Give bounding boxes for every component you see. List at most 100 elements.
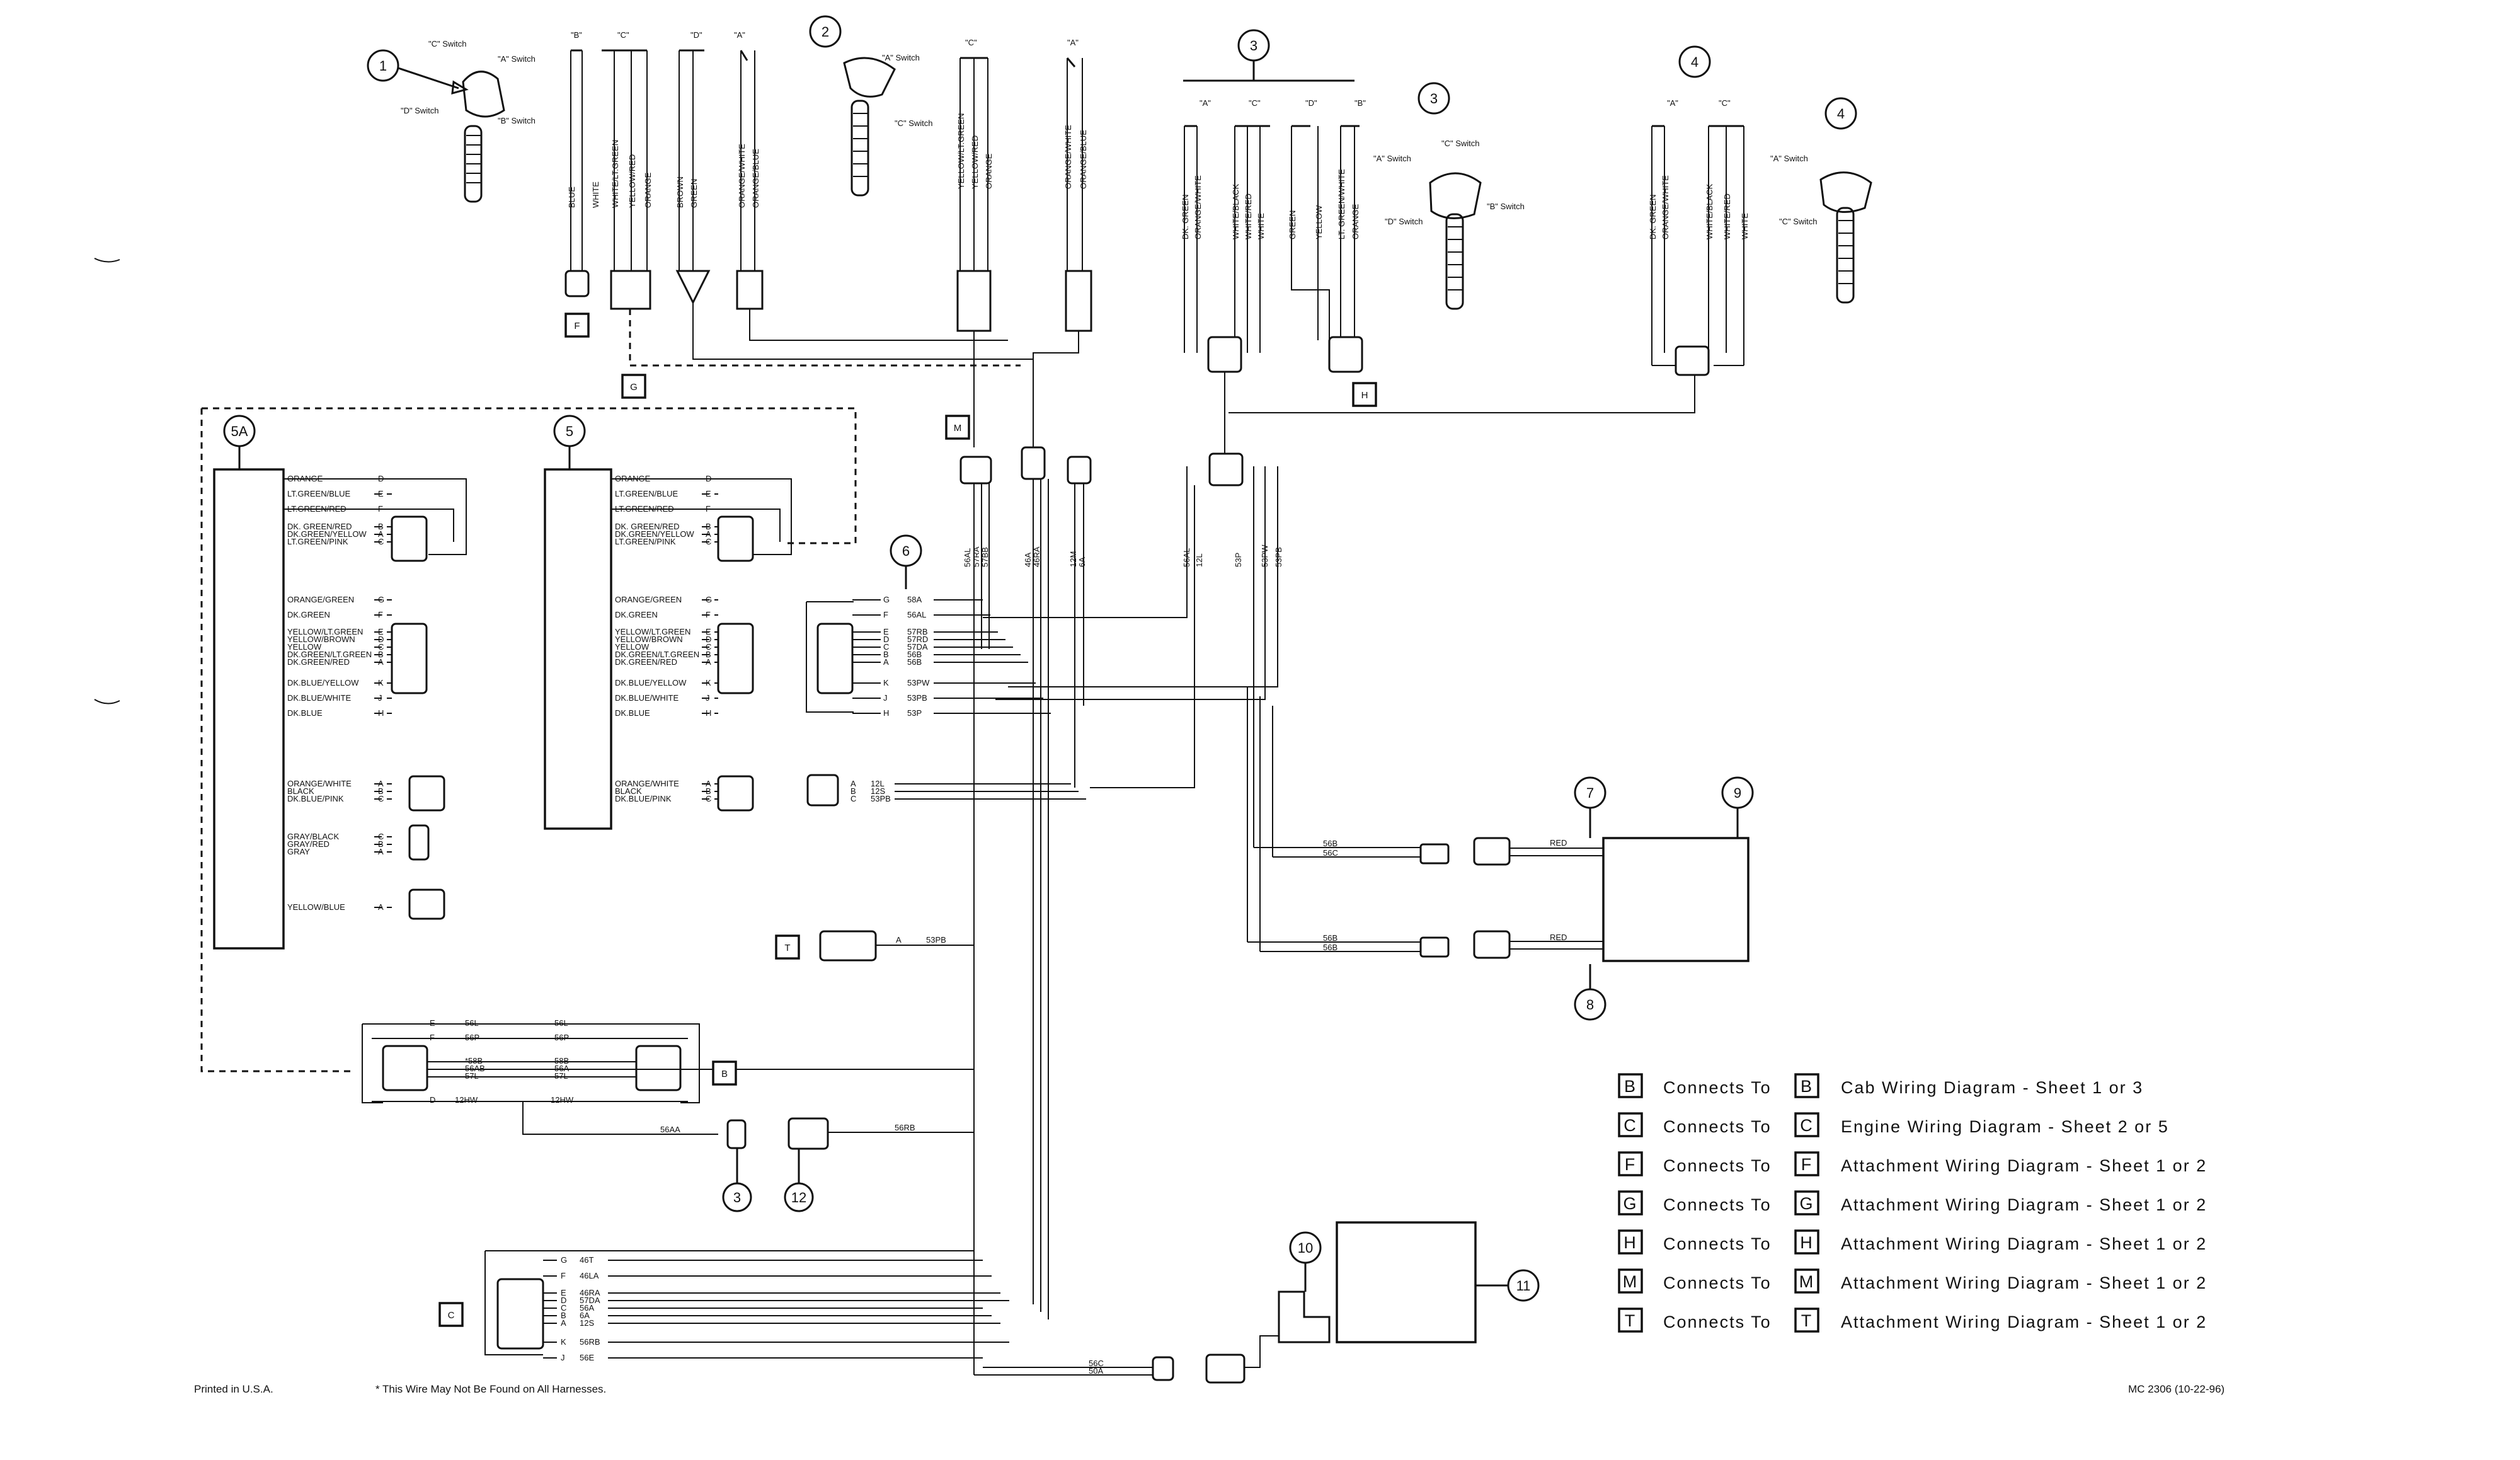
connector-3pin — [956, 270, 992, 332]
amp-lower-2: 56B — [1323, 943, 1337, 952]
amp-upper-2: 56C — [1323, 848, 1338, 858]
wire-orange-white: ORANGE/WHITE — [1661, 175, 1670, 239]
b-stackr-3: 57L — [554, 1071, 568, 1081]
wire-id: 56AL — [907, 610, 926, 619]
legend-target-box — [1794, 1308, 1819, 1333]
legend-connects-to: Connects To — [1663, 1195, 1772, 1214]
connector-7pin — [717, 623, 754, 694]
legend-connects-to: Connects To — [1663, 1273, 1772, 1292]
legend-connects-to: Connects To — [1663, 1117, 1772, 1136]
callout-4b — [1824, 97, 1857, 130]
connector-M-box — [945, 415, 970, 440]
wire-id: 53PB — [871, 794, 891, 803]
wire-label: DK.GREEN/YELLOW — [287, 529, 367, 539]
connector-amp-lower-mate — [1419, 936, 1450, 958]
legend-code: H — [1624, 1233, 1637, 1252]
wire-label: ORANGE/GREEN — [615, 595, 682, 604]
group1-label-a: "A" — [734, 30, 745, 40]
connector-m-region: M 56AL 57RA 57BB 46A 46RA 12M 6A — [945, 415, 1092, 1375]
t-wire: 53PB — [926, 935, 946, 945]
wire-label: ORANGE/WHITE — [615, 779, 679, 788]
legend-code-box — [1618, 1073, 1643, 1098]
legend-connects-to: Connects To — [1663, 1234, 1772, 1253]
wire-label: BLACK — [615, 786, 642, 796]
group3-label-c: "C" — [1249, 98, 1261, 108]
legend-target-code: M — [1799, 1272, 1815, 1291]
r-wire-2: 6A — [1077, 557, 1087, 567]
amplifier-9-box — [1602, 837, 1750, 962]
legend-target-code: B — [1801, 1077, 1813, 1096]
wire-brown: BROWN — [675, 176, 685, 208]
module-10-11: 11 10 56C 50A — [974, 1221, 1540, 1384]
wire-label: YELLOW — [615, 642, 650, 652]
wire-label: DK.BLUE/YELLOW — [615, 678, 687, 687]
group3-label-b: "B" — [1354, 98, 1366, 108]
wire-yellow-red: YELLOW/RED — [627, 154, 637, 208]
wire-ltgreen-white: LT. GREEN/WHITE — [1337, 169, 1346, 239]
legend-code: F — [1625, 1155, 1637, 1174]
wire-label: BLACK — [287, 786, 314, 796]
callout-3a-label: 3 — [1250, 38, 1257, 54]
wire-label: LT.GREEN/PINK — [615, 537, 676, 546]
h-wire-1: 56AL — [1182, 548, 1191, 567]
legend-code-box — [1618, 1151, 1643, 1176]
callout-6-label: 6 — [902, 543, 910, 559]
wire-id: 57RD — [907, 635, 928, 644]
wire-id: 12S — [580, 1318, 594, 1328]
wire-id: 6A — [580, 1311, 590, 1320]
wire-label: YELLOW/LT.GREEN — [287, 627, 363, 636]
connector-1pin — [408, 888, 445, 920]
label-d-switch: "D" Switch — [401, 106, 439, 115]
legend-target-box — [1794, 1112, 1819, 1137]
wire-id: 57RB — [907, 627, 928, 636]
arrow-head-icon — [451, 80, 469, 95]
amp-upper-1: 56B — [1323, 839, 1337, 848]
wire-label: DK.BLUE/WHITE — [615, 693, 679, 703]
wire-white-ltgreen: WHITE/LT.GREEN — [610, 140, 620, 208]
callout-10-label: 10 — [1298, 1240, 1313, 1256]
footer-printed: Printed in U.S.A. — [194, 1383, 273, 1395]
connector-10-mate — [1152, 1356, 1174, 1381]
pin-letter: C — [561, 1303, 566, 1313]
pin-letter: A — [561, 1318, 566, 1328]
label-c-switch: "C" Switch — [428, 39, 467, 49]
amp-red-1: RED — [1550, 838, 1567, 848]
wire-orange: ORANGE — [1351, 204, 1360, 239]
pin-letter: C — [883, 642, 889, 652]
pin-letter: E — [883, 627, 889, 636]
connector-3pin — [408, 775, 445, 812]
m-wire-2: 57RA — [971, 546, 981, 567]
legend-connects-to: Connects To — [1663, 1156, 1772, 1175]
legend-code-box — [1618, 1268, 1643, 1294]
connector-5pin-lower — [1208, 452, 1244, 486]
connector-b-region: E 56L 56L F 56P 56P *58B 56AB 57L 58B 56… — [362, 1018, 974, 1135]
label-a-switch: "A" Switch — [498, 54, 536, 64]
connector-10-plug — [1205, 1354, 1246, 1384]
pin-letter: E — [561, 1288, 566, 1297]
pin-letter: B — [561, 1311, 566, 1320]
connector-r-plug — [1067, 456, 1092, 485]
legend-target-code: F — [1801, 1155, 1813, 1174]
legend-target-code: C — [1800, 1116, 1814, 1135]
wire-orange-blue: ORANGE/BLUE — [751, 149, 760, 208]
wire-orange-white: ORANGE/WHITE — [1063, 125, 1073, 189]
label-c-switch: "C" Switch — [1441, 139, 1480, 148]
connector-G-box — [621, 374, 646, 399]
b-wire-56l: 56L — [465, 1018, 479, 1028]
connector-t-plug — [819, 930, 877, 962]
wire-50a-10: 50A — [1089, 1366, 1103, 1376]
wire-blue: BLUE — [567, 187, 576, 208]
wire-label: LT.GREEN/BLUE — [615, 489, 679, 498]
pin-letter: D — [883, 635, 889, 644]
wire-label: DK.GREEN/RED — [615, 657, 677, 667]
legend-code: G — [1623, 1194, 1637, 1213]
wire-label: YELLOW — [287, 642, 322, 652]
module-5a-box — [213, 468, 285, 950]
legend-code: B — [1624, 1077, 1637, 1096]
